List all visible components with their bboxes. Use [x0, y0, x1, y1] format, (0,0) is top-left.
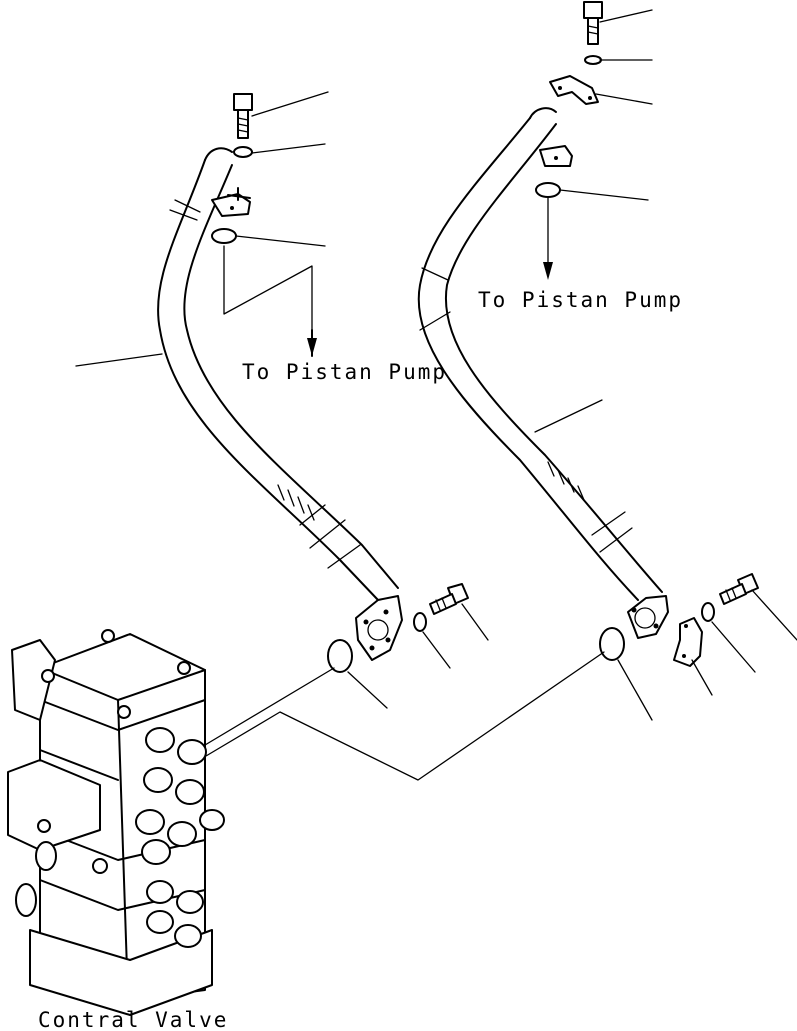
right-hose-flange: [627, 595, 669, 639]
right-flange-bolt: [719, 573, 759, 605]
left-flange-bolt: [429, 583, 469, 615]
left-top-fitting: [211, 187, 251, 217]
left-hose-flange: [355, 595, 403, 661]
right-hose: [417, 107, 663, 601]
right-top-fitting: [539, 145, 573, 167]
pump-label-left: To Pistan Pump: [242, 360, 448, 384]
right-flange-oring: [599, 627, 625, 661]
oring-connector-lines: [199, 651, 605, 781]
left-leader-lines: [75, 91, 489, 709]
pump-label-right: To Pistan Pump: [478, 288, 684, 312]
valve-label: Contral Valve: [38, 1008, 229, 1031]
right-leader-lines: [534, 9, 797, 721]
left-top-washer: [233, 146, 253, 158]
right-top-washer: [584, 55, 602, 65]
left-hose: [157, 147, 399, 601]
left-flange-oring: [327, 639, 353, 673]
right-flange-clamp: [673, 617, 703, 667]
valve-spools: [15, 727, 225, 948]
left-flange-washer: [413, 612, 427, 632]
right-top-clamp: [549, 75, 599, 105]
right-top-bolt: [583, 1, 603, 45]
right-flange-washer: [701, 602, 715, 622]
right-top-oring: [535, 182, 561, 198]
left-top-oring: [211, 228, 237, 244]
left-top-bolt: [233, 93, 253, 139]
control-valve: [7, 629, 225, 1016]
